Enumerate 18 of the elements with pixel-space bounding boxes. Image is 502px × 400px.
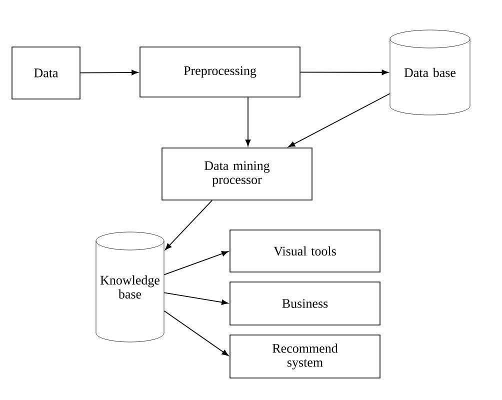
arrow bbox=[288, 93, 390, 148]
node-label: Knowledge base bbox=[100, 275, 160, 299]
process-box: Preprocessing bbox=[140, 46, 300, 98]
process-box: Visual tools bbox=[230, 230, 380, 272]
arrow bbox=[245, 96, 251, 146]
process-box: Data mining processor bbox=[162, 148, 312, 200]
cylinder: Knowledge base bbox=[96, 232, 164, 342]
arrow bbox=[300, 70, 388, 76]
node-label: Data base bbox=[404, 68, 456, 78]
arrow bbox=[80, 70, 138, 76]
cylinder: Data base bbox=[390, 30, 470, 116]
process-box: Business bbox=[230, 282, 380, 326]
arrow bbox=[164, 251, 228, 276]
arrow bbox=[164, 310, 229, 356]
process-box: Data bbox=[12, 46, 80, 100]
arrow bbox=[164, 292, 228, 305]
process-box: Recommend system bbox=[230, 334, 380, 378]
arrow bbox=[165, 200, 212, 250]
